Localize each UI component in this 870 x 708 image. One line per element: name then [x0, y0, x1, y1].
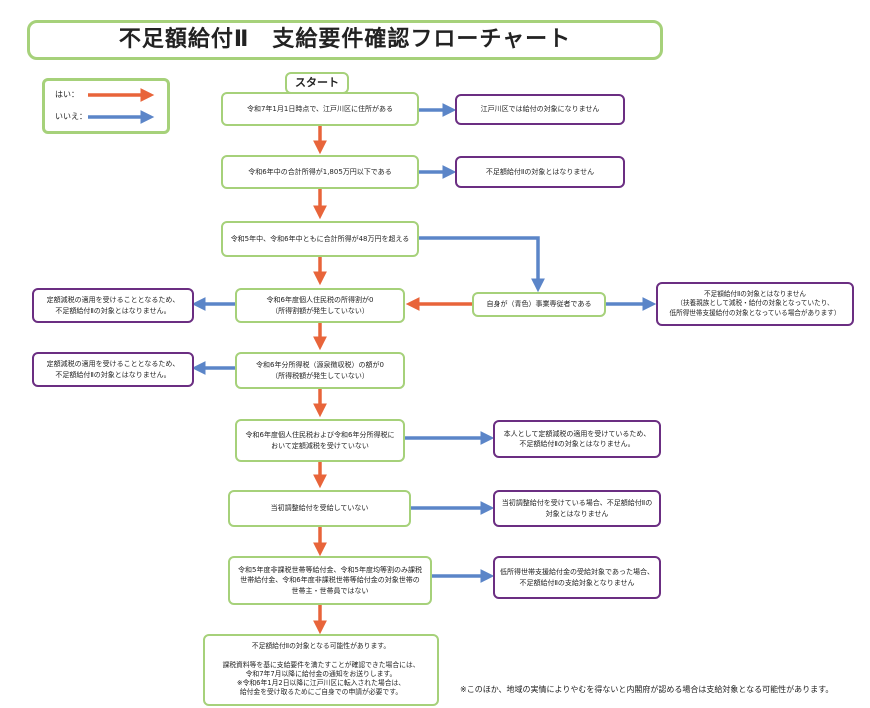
- page-title: 不足額給付Ⅱ 支給要件確認フローチャート: [27, 20, 663, 60]
- result-8-low-income-support: 低所得世帯支援給付金の受給対象であった場合、 不足額給付Ⅱの支給対象となりません: [493, 556, 661, 599]
- result-6-already-reduced: 本人として定額減税の適用を受けているため、 不足額給付Ⅱの対象とはなりません。: [493, 420, 661, 458]
- footnote: ※このほか、地域の実情によりやむを得ないと内閣府が認める場合は支給対象となる可能…: [460, 685, 834, 694]
- no-arrow-3: [418, 236, 545, 293]
- result-7-initial-adjustment: 当初調整給付を受けている場合、不足額給付Ⅱの 対象とはなりません: [493, 490, 661, 527]
- step-6-no-fixed-reduction: 令和6年度個人住民税および令和6年分所得税に おいて定額減税を受けていない: [235, 419, 405, 462]
- final-eligible-box: 不足額給付Ⅱの対象となる可能性があります。 課税資料等を基に支給要件を満たすこと…: [203, 634, 439, 706]
- step-side-business-dependent: 自身が（青色）事業専従者である: [472, 292, 606, 317]
- result-1-not-edogawa: 江戸川区では給付の対象になりません: [455, 94, 625, 125]
- step-5-income-tax-zero: 令和6年分所得税（源泉徴収税）の額が0 （所得税額が発生していない）: [235, 352, 405, 389]
- step-3-income-over-48: 令和5年中、令和6年中ともに合計所得が48万円を超える: [221, 221, 419, 257]
- step-8-not-household-recipient: 令和5年度非課税世帯等給付金、令和5年度均等割のみ課税 世帯給付金、令和6年度非…: [228, 556, 432, 605]
- step-4-resident-tax-zero: 令和6年度個人住民税の所得割が0 （所得割額が発生していない）: [235, 288, 405, 323]
- legend-no-label: いいえ：: [55, 112, 87, 121]
- result-5-reduction-applies: 定額減税の適用を受けることとなるため、 不足額給付Ⅱの対象とはなりません。: [32, 352, 194, 387]
- step-1-residence: 令和7年1月1日時点で、江戸川区に住所がある: [221, 92, 419, 126]
- legend: はい： いいえ：: [42, 78, 170, 134]
- result-4-reduction-applies: 定額減税の適用を受けることとなるため、 不足額給付Ⅱの対象とはなりません。: [32, 288, 194, 323]
- start-box: スタート: [285, 72, 349, 94]
- step-2-income-limit: 令和6年中の合計所得が1,805万円以下である: [221, 155, 419, 189]
- result-3-dependent-not-eligible: 不足額給付Ⅱの対象とはなりません （扶養親族として減税・給付の対象となっていたり…: [656, 282, 854, 326]
- legend-yes-label: はい：: [55, 90, 79, 99]
- result-2-not-eligible: 不足額給付Ⅱの対象とはなりません: [455, 156, 625, 188]
- step-7-no-initial-adjustment: 当初調整給付を受給していない: [228, 490, 411, 527]
